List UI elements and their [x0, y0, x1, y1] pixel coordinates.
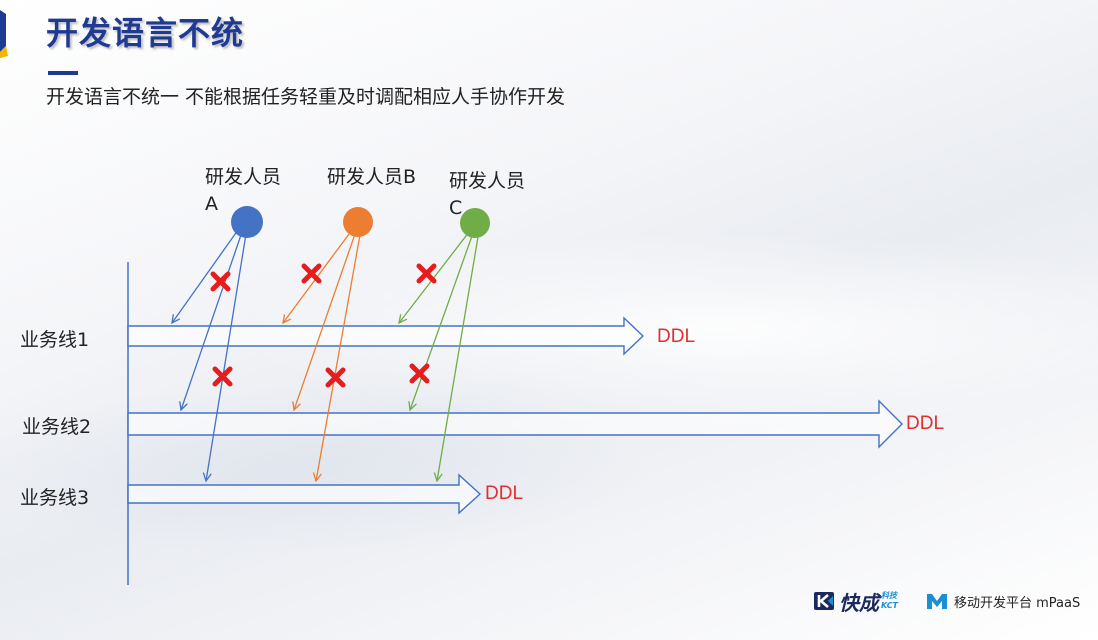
kct-brand-sub-bottom: KCT — [881, 601, 899, 610]
mpaas-brand-text: 移动开发平台 mPaaS — [954, 595, 1081, 611]
cross-icon — [301, 263, 322, 284]
assign-arrow-c-line3 — [437, 236, 479, 481]
person-a-circle — [231, 206, 263, 238]
mpaas-logo: 移动开发平台 mPaaS — [926, 588, 1080, 614]
assign-arrow-b-line3 — [316, 234, 361, 481]
cross-icon — [325, 367, 346, 388]
assign-arrow-a-line3 — [206, 233, 247, 481]
business-line-label-3: 业务线3 — [20, 487, 90, 509]
kct-logo: 快成 科技 KCT — [814, 588, 899, 615]
person-b-circle — [343, 207, 373, 237]
business-line-arrow-3 — [127, 473, 482, 515]
assign-arrow-a-line1 — [172, 229, 239, 323]
assign-arrow-a-line2 — [181, 231, 243, 410]
cross-icon — [212, 366, 233, 387]
cross-icon — [210, 271, 231, 292]
person-label-b: 研发人员B — [327, 166, 417, 188]
assign-arrow-c-line2 — [410, 235, 473, 410]
assign-arrow-b-line2 — [294, 233, 356, 410]
kct-brand-sub-top: 科技 — [881, 591, 897, 600]
business-line-label-1: 业务线1 — [20, 329, 90, 351]
person-c-circle — [460, 208, 490, 238]
business-line-arrow-1 — [127, 316, 645, 356]
deadline-label-2: DDL — [906, 413, 945, 434]
corner-decoration — [0, 10, 8, 58]
kct-logo-icon — [814, 592, 834, 610]
business-line-label-2: 业务线2 — [22, 416, 92, 438]
slide-title: 开发语言不统 — [46, 14, 245, 52]
kct-brand-text: 快成 — [839, 590, 879, 615]
title-underline — [48, 71, 78, 75]
slide-subtitle: 开发语言不统一 不能根据任务轻重及时调配相应人手协作开发 — [46, 86, 566, 108]
cross-icon — [409, 363, 430, 384]
deadline-label-3: DDL — [485, 483, 524, 504]
cross-icon — [416, 263, 437, 284]
business-line-arrow-2 — [127, 399, 903, 449]
deadline-label-1: DDL — [657, 326, 696, 347]
mpaas-logo-icon — [927, 594, 947, 609]
